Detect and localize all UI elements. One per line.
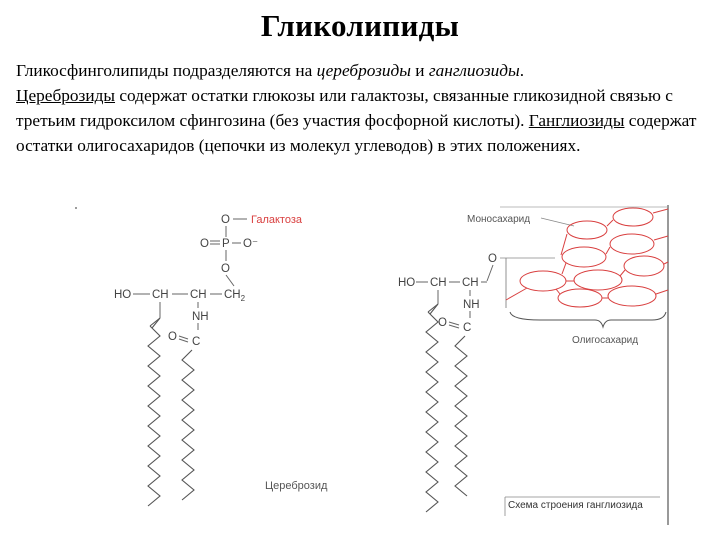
amide-carbon: C <box>192 336 200 348</box>
glycosidic-link <box>663 261 669 265</box>
phosphate-oxygen-left: O <box>200 238 209 250</box>
glycosidic-link <box>619 269 626 277</box>
cerebroside-caption: Цереброзид <box>265 480 328 492</box>
nh-group: NH <box>463 299 480 311</box>
paragraph-text: . <box>519 61 525 80</box>
term-gangliosides-italic: ганглиозиды <box>428 61 520 80</box>
glycosidic-link <box>652 208 669 214</box>
ch-group: CH <box>430 277 447 289</box>
glycosidic-link <box>606 219 614 227</box>
chain-bond <box>429 303 439 315</box>
glycosidic-link <box>505 287 528 301</box>
term-gangliosides-underlined: Ганглиозиды <box>528 111 625 130</box>
ganglioside-structure: Моносахарид HO CH CH O NH O C Олигосахар… <box>398 214 643 511</box>
double-bond <box>448 324 460 329</box>
double-bond <box>448 321 460 326</box>
ch-group: CH <box>462 277 479 289</box>
ch-group: CH <box>152 289 169 301</box>
term-cerebrosides-underlined: Цереброзиды <box>16 86 116 105</box>
paragraph-text: и <box>410 61 429 80</box>
paragraph-text: содержат остатки олигосахаридов (цепочки… <box>16 111 697 155</box>
amide-carbon: C <box>463 322 471 334</box>
chain-bond <box>151 317 161 329</box>
monosaccharide-ring <box>561 246 607 268</box>
monosaccharide-ring <box>607 285 657 307</box>
double-bond <box>178 338 189 343</box>
monosaccharide-ring <box>612 207 654 227</box>
intro-paragraph: Гликосфинголипиды подразделяются на цере… <box>16 58 706 158</box>
oligosaccharide-label: Олигосахарид <box>572 335 638 346</box>
amide-oxygen: O <box>438 317 447 329</box>
hydroxyl-group: HO <box>398 277 415 289</box>
nh-group: NH <box>192 311 209 323</box>
monosaccharide-label: Моносахарид <box>467 214 530 225</box>
term-cerebrosides-italic: цереброзиды <box>316 61 411 80</box>
fatty-acid-chain <box>454 335 468 497</box>
pointer-line <box>540 217 575 227</box>
galactose-label: Галактоза <box>251 214 303 226</box>
oligosaccharide-chain <box>500 205 669 525</box>
sphingosine-chain <box>147 325 161 507</box>
double-bond <box>178 335 189 340</box>
ch-group: CH <box>190 289 207 301</box>
fatty-acid-chain <box>181 349 195 501</box>
phosphate-oxygen-right: O⁻ <box>243 238 258 250</box>
sphingosine-chain <box>425 311 439 513</box>
glycosidic-link <box>561 262 567 275</box>
cerebroside-oxygen-top: O <box>221 214 230 226</box>
bond <box>486 264 494 282</box>
ch2-subscript: 2 <box>241 294 246 303</box>
phosphorus-atom: P <box>222 238 230 250</box>
glycosidic-link <box>555 288 561 295</box>
ch2-main: CH <box>224 289 241 301</box>
monosaccharide-ring <box>573 269 623 291</box>
page-title: Гликолипиды <box>260 8 460 43</box>
phosphate-oxygen-lower: O <box>221 263 230 275</box>
cerebroside-structure: O Галактоза O P O⁻ O HO CH CH CH2 NH O C… <box>114 214 328 492</box>
paragraph-text: Гликосфинголипиды подразделяются на <box>16 61 317 80</box>
glycosidic-link <box>655 289 669 295</box>
ganglioside-caption: Схема строения ганглиозида <box>508 500 643 511</box>
ch2-group: CH2 <box>224 289 246 303</box>
hydroxyl-group: HO <box>114 289 131 301</box>
amide-oxygen: O <box>168 331 177 343</box>
monosaccharide-ring <box>557 288 603 308</box>
monosaccharide-ring <box>609 233 655 255</box>
glycosidic-oxygen: O <box>488 253 497 265</box>
monosaccharide-ring <box>566 220 608 240</box>
bond <box>225 274 235 287</box>
glycosidic-link <box>560 233 568 256</box>
glycosidic-link <box>605 246 611 255</box>
paragraph-text: содержат остатки глюкозы или галактозы, … <box>16 86 673 130</box>
oligosaccharide-brace <box>509 311 667 329</box>
monosaccharide-ring <box>623 255 665 277</box>
stray-dot <box>75 207 77 209</box>
glycosidic-link <box>653 235 669 241</box>
cerebroside-hydrocarbon-chains <box>147 317 195 507</box>
ganglioside-hydrocarbon-chains <box>425 303 468 513</box>
